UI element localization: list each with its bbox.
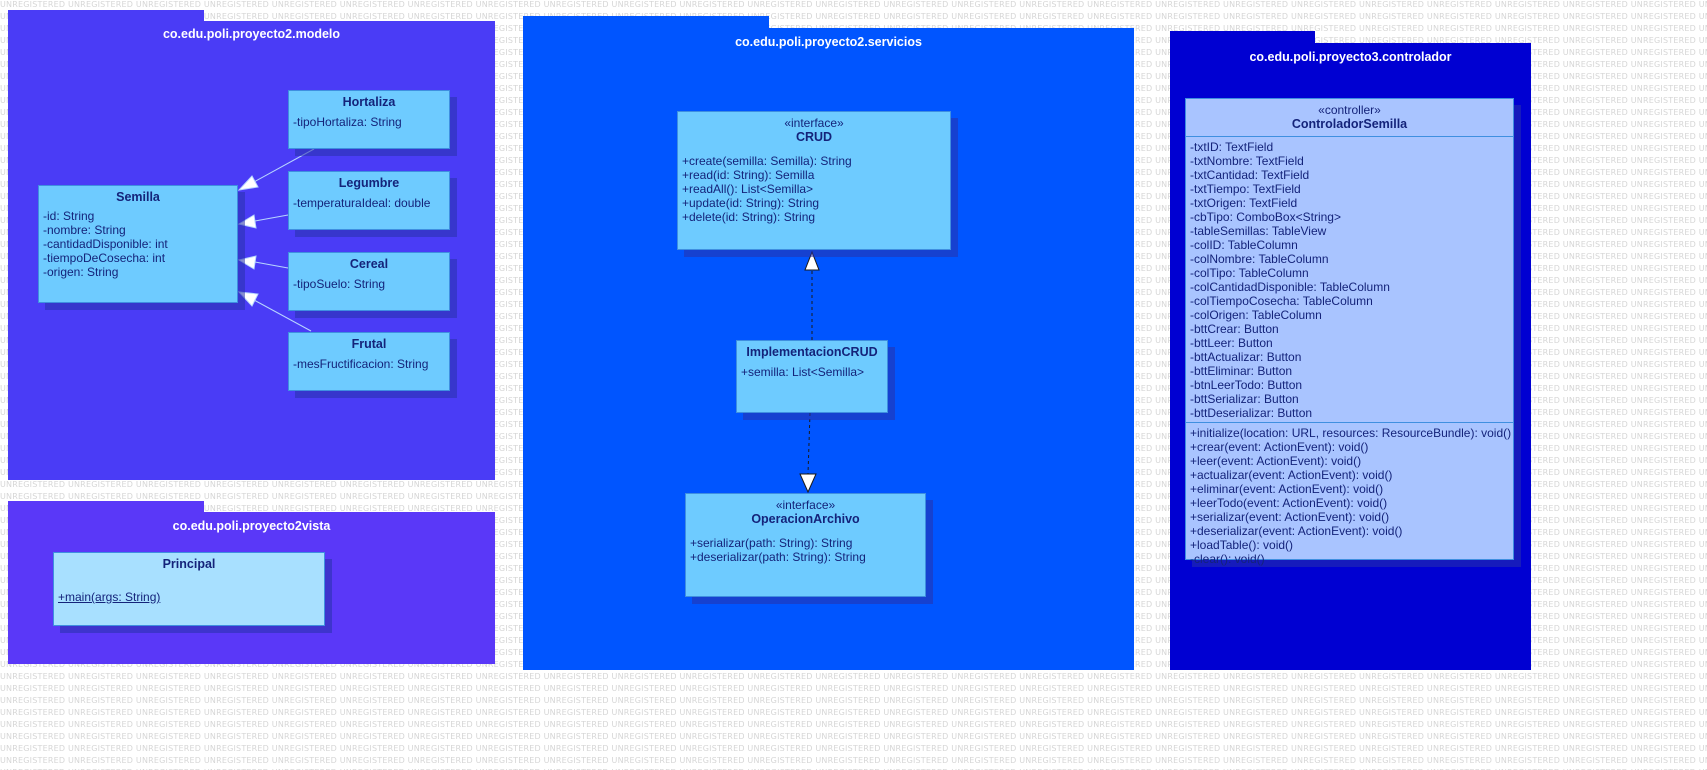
watermark-row: UNREGISTERED UNREGISTERED UNREGISTERED U… (0, 696, 1707, 705)
class-principal[interactable]: Principal +main(args: String) (53, 552, 325, 626)
class-name: Hortaliza (342, 95, 396, 109)
class-semilla[interactable]: Semilla -id: String -nombre: String -can… (38, 185, 238, 303)
operation: +serializar(path: String): String (690, 536, 853, 550)
interface-crud[interactable]: «interface» CRUD +create(semilla: Semill… (677, 111, 951, 250)
class-legumbre[interactable]: Legumbre -temperaturaIdeal: double (288, 171, 450, 230)
package-servicios-tab (523, 16, 769, 29)
attribute: -bttLeer: Button (1190, 336, 1273, 350)
stereotype-label: «interface» (775, 498, 836, 512)
class-name: Principal (162, 557, 216, 571)
attribute: -id: String (43, 209, 95, 223)
operation: +create(semilla: Semilla): String (682, 154, 852, 168)
attribute: -tipoSuelo: String (293, 277, 386, 291)
package-controlador-title: co.edu.poli.proyecto3.controlador (1249, 50, 1452, 64)
operation: +loadTable(): void() (1190, 538, 1294, 552)
attribute: -origen: String (43, 265, 119, 279)
attribute: -bttDeserializar: Button (1190, 406, 1313, 420)
attribute: +semilla: List<Semilla> (741, 365, 865, 379)
package-modelo-title: co.edu.poli.proyecto2.modelo (162, 27, 341, 41)
package-controlador-tab (1170, 31, 1315, 44)
attribute: -mesFructificacion: String (293, 357, 429, 371)
class-name: CRUD (795, 130, 833, 144)
operation: +read(id: String): Semilla (682, 168, 815, 182)
watermark-row: UNREGISTERED UNREGISTERED UNREGISTERED U… (0, 720, 1707, 729)
attribute: -cantidadDisponible: int (43, 237, 168, 251)
attribute: -colNombre: TableColumn (1190, 252, 1329, 266)
operation: +deserializar(path: String): String (690, 550, 866, 564)
class-name: Cereal (349, 257, 389, 271)
operation: +serializar(event: ActionEvent): void() (1190, 510, 1390, 524)
class-hortaliza[interactable]: Hortaliza -tipoHortaliza: String (288, 90, 450, 149)
attribute: -colID: TableColumn (1190, 238, 1298, 252)
operation: +actualizar(event: ActionEvent): void() (1190, 468, 1393, 482)
attribute: -txtOrigen: TextField (1190, 196, 1298, 210)
operation: +leer(event: ActionEvent): void() (1190, 454, 1362, 468)
attribute: -txtCantidad: TextField (1190, 168, 1310, 182)
class-implementacion-crud[interactable]: ImplementacionCRUD +semilla: List<Semill… (736, 340, 888, 413)
class-name: Semilla (116, 190, 160, 204)
class-cereal[interactable]: Cereal -tipoSuelo: String (288, 252, 450, 311)
attribute: -bttSerializar: Button (1190, 392, 1299, 406)
attribute: -tipoHortaliza: String (293, 115, 402, 129)
operation: -clear(): void() (1190, 552, 1265, 566)
operation: +crear(event: ActionEvent): void() (1190, 440, 1369, 454)
operation: +update(id: String): String (682, 196, 820, 210)
attribute: -temperaturaIdeal: double (293, 196, 431, 210)
attribute: -bttCrear: Button (1190, 322, 1279, 336)
operation: +main(args: String) (58, 590, 161, 604)
package-servicios-title: co.edu.poli.proyecto2.servicios (735, 35, 922, 49)
attribute: -txtNombre: TextField (1190, 154, 1304, 168)
watermark-row: UNREGISTERED UNREGISTERED UNREGISTERED U… (0, 12, 1707, 21)
attributes-compartment: -txtID: TextField -txtNombre: TextField … (1186, 136, 1513, 422)
watermark-row: UNREGISTERED UNREGISTERED UNREGISTERED U… (0, 708, 1707, 717)
operation: +delete(id: String): String (682, 210, 816, 224)
operations-compartment: +initialize(location: URL, resources: Re… (1186, 422, 1513, 566)
attribute: -btnLeerTodo: Button (1190, 378, 1303, 392)
attribute: -txtTiempo: TextField (1190, 182, 1301, 196)
stereotype-label: «interface» (784, 116, 844, 130)
attribute: -colOrigen: TableColumn (1190, 308, 1322, 322)
attribute: -colCantidadDisponible: TableColumn (1190, 280, 1390, 294)
attribute: -bttEliminar: Button (1190, 364, 1293, 378)
operation: +initialize(location: URL, resources: Re… (1190, 426, 1512, 440)
watermark-row: UNREGISTERED UNREGISTERED UNREGISTERED U… (0, 756, 1707, 765)
attribute: -colTiempoCosecha: TableColumn (1190, 294, 1373, 308)
attribute: -tableSemillas: TableView (1190, 224, 1327, 238)
class-frutal[interactable]: Frutal -mesFructificacion: String (288, 332, 450, 391)
class-name: Frutal (351, 337, 387, 351)
watermark-row: UNREGISTERED UNREGISTERED UNREGISTERED U… (0, 0, 1707, 9)
watermark-row: UNREGISTERED UNREGISTERED UNREGISTERED U… (0, 684, 1707, 693)
class-name: ImplementacionCRUD (746, 345, 878, 359)
class-name: OperacionArchivo (751, 512, 860, 526)
interface-operacion-archivo[interactable]: «interface» OperacionArchivo +serializar… (685, 493, 926, 597)
attribute: -bttActualizar: Button (1190, 350, 1302, 364)
class-name: ControladorSemilla (1291, 117, 1408, 131)
watermark-row: UNREGISTERED UNREGISTERED UNREGISTERED U… (0, 672, 1707, 681)
watermark-row: UNREGISTERED UNREGISTERED UNREGISTERED U… (0, 732, 1707, 741)
class-controlador-semilla[interactable]: «controller» ControladorSemilla -txtID: … (1185, 98, 1514, 566)
operation: +deserializar(event: ActionEvent): void(… (1190, 524, 1403, 538)
operation: +leerTodo(event: ActionEvent): void() (1190, 496, 1388, 510)
operation: +eliminar(event: ActionEvent): void() (1190, 482, 1384, 496)
attribute: -txtID: TextField (1190, 140, 1274, 154)
attribute: -nombre: String (43, 223, 126, 237)
attribute: -cbTipo: ComboBox<String> (1190, 210, 1341, 224)
class-name: Legumbre (338, 176, 400, 190)
attribute: -tiempoDeCosecha: int (43, 251, 166, 265)
stereotype-label: «controller» (1318, 103, 1381, 117)
operation: +readAll(): List<Semilla> (682, 182, 814, 196)
attribute: -colTipo: TableColumn (1190, 266, 1309, 280)
package-vista-tab (8, 501, 204, 513)
package-vista-title: co.edu.poli.proyecto2vista (172, 519, 331, 533)
package-modelo-tab (8, 10, 204, 22)
watermark-row: UNREGISTERED UNREGISTERED UNREGISTERED U… (0, 744, 1707, 753)
